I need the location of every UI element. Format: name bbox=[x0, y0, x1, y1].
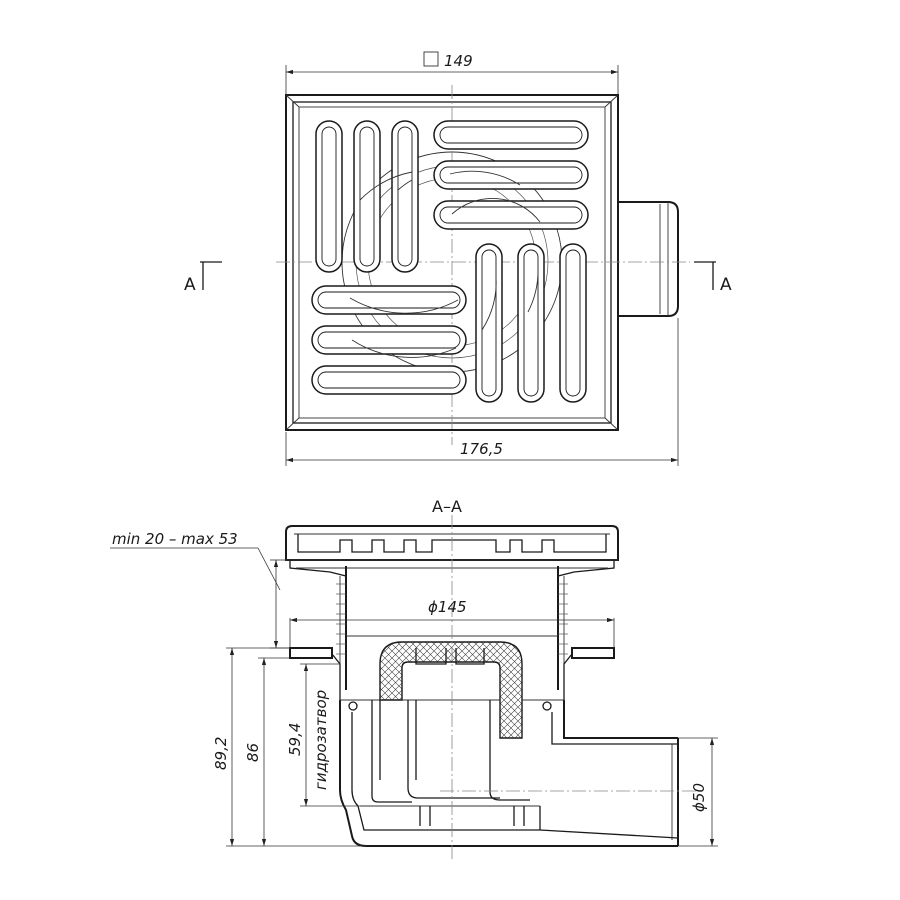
dim-total-height-label: 89,2 bbox=[212, 737, 230, 770]
section-mark-left: A bbox=[184, 261, 222, 295]
dim-heights: 89,2 86 59,4 гидрозатвор bbox=[212, 647, 366, 847]
water-seal-name: гидрозатвор bbox=[312, 690, 330, 790]
square-symbol-icon bbox=[423, 51, 439, 67]
section-mark-right-label: A bbox=[720, 275, 732, 295]
bowl-arcs-visible bbox=[349, 170, 541, 358]
outlet-pipe-top bbox=[618, 201, 679, 317]
dim-diameter-label: ϕ145 bbox=[428, 598, 467, 616]
section-title: A–A bbox=[432, 497, 462, 516]
grate-slots bbox=[311, 120, 589, 403]
section-view: A–A bbox=[110, 497, 718, 860]
dim-body-height-label: 86 bbox=[244, 743, 262, 762]
section-mark-right: A bbox=[694, 261, 732, 295]
plan-view: 149 bbox=[184, 51, 732, 466]
dim-diameter-145: ϕ145 bbox=[289, 598, 615, 648]
install-range-label: min 20 – max 53 bbox=[112, 530, 238, 548]
dim-install-range: min 20 – max 53 bbox=[110, 530, 290, 649]
water-trap bbox=[371, 641, 530, 803]
dim-width-176: 176,5 bbox=[285, 318, 679, 466]
dim-water-seal-label: 59,4 bbox=[286, 723, 304, 756]
section-mark-left-label: A bbox=[184, 275, 196, 295]
dim-outlet-50: ϕ50 bbox=[678, 737, 718, 847]
dim-square-149: 149 bbox=[285, 51, 619, 95]
dim-outlet-label: ϕ50 bbox=[690, 783, 708, 812]
seal-rings bbox=[348, 701, 552, 711]
body-flange bbox=[289, 647, 615, 700]
dim-square-label: 149 bbox=[444, 52, 473, 70]
dim-width-label: 176,5 bbox=[460, 440, 503, 458]
